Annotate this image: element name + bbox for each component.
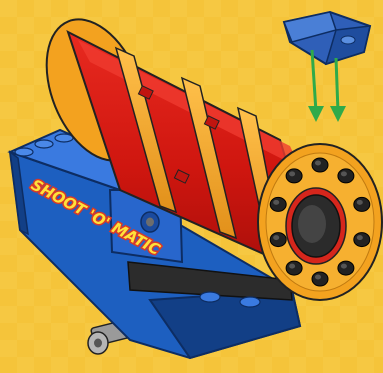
muzzle-stud bbox=[286, 169, 302, 183]
muzzle-stud-highlight bbox=[357, 200, 363, 205]
muzzle-stud-highlight bbox=[341, 264, 347, 269]
muzzle-stud-highlight bbox=[315, 161, 321, 166]
muzzle-stud bbox=[312, 272, 328, 286]
muzzle-stud bbox=[338, 169, 354, 183]
muzzle-stud-highlight bbox=[289, 171, 295, 176]
muzzle-stud bbox=[338, 261, 354, 275]
cannon-muzzle bbox=[258, 144, 382, 300]
muzzle-stud bbox=[286, 261, 302, 275]
muzzle-stud bbox=[270, 233, 286, 247]
muzzle-stud-highlight bbox=[341, 171, 347, 176]
muzzle-stud bbox=[354, 233, 370, 247]
muzzle-stud-highlight bbox=[315, 275, 321, 280]
muzzle-stud bbox=[312, 158, 328, 172]
muzzle-stud bbox=[354, 197, 370, 211]
muzzle-stud bbox=[270, 197, 286, 211]
muzzle-stud-highlight bbox=[273, 235, 279, 240]
muzzle-stud-highlight bbox=[273, 200, 279, 205]
muzzle-stud-highlight bbox=[357, 235, 363, 240]
muzzle-stud-highlight bbox=[289, 264, 295, 269]
